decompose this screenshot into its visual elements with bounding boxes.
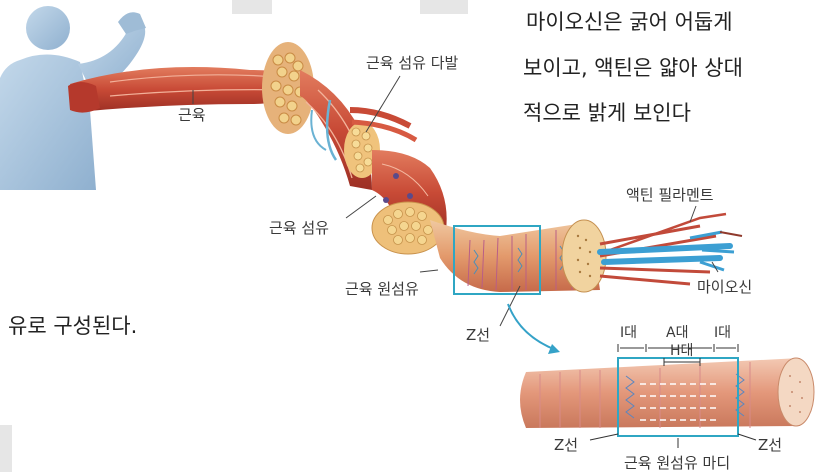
myofibril bbox=[430, 220, 606, 294]
label-z-line-left: Z선 bbox=[554, 434, 578, 455]
label-i-band-right: I대 bbox=[714, 322, 731, 342]
side-text-line-2: 보이고, 액틴은 얇아 상대 bbox=[523, 52, 743, 82]
label-i-band-left: I대 bbox=[620, 322, 637, 342]
label-fiber: 근육 섬유 bbox=[269, 217, 329, 238]
side-text-line-1: 마이오신은 굵어 어둡게 bbox=[526, 6, 733, 36]
label-fascicle: 근육 섬유 다발 bbox=[366, 52, 458, 73]
label-z-line-top: Z선 bbox=[466, 324, 490, 345]
filaments bbox=[600, 214, 742, 284]
label-myofibril: 근육 원섬유 bbox=[345, 278, 419, 299]
label-actin: 액틴 필라멘트 bbox=[626, 184, 714, 205]
left-text: 유로 구성된다. bbox=[8, 310, 137, 340]
side-text-line-3: 적으로 밝게 보인다 bbox=[523, 97, 691, 127]
label-h-band: H대 bbox=[670, 340, 693, 360]
sarcomere-detail bbox=[520, 344, 814, 448]
label-myosin: 마이오신 bbox=[697, 276, 752, 297]
label-z-line-right: Z선 bbox=[758, 434, 782, 455]
label-muscle: 근육 bbox=[178, 104, 206, 125]
label-sarcomere: 근육 원섬유 마디 bbox=[624, 452, 730, 473]
label-a-band: A대 bbox=[666, 322, 688, 342]
zoom-arrow bbox=[508, 304, 560, 354]
